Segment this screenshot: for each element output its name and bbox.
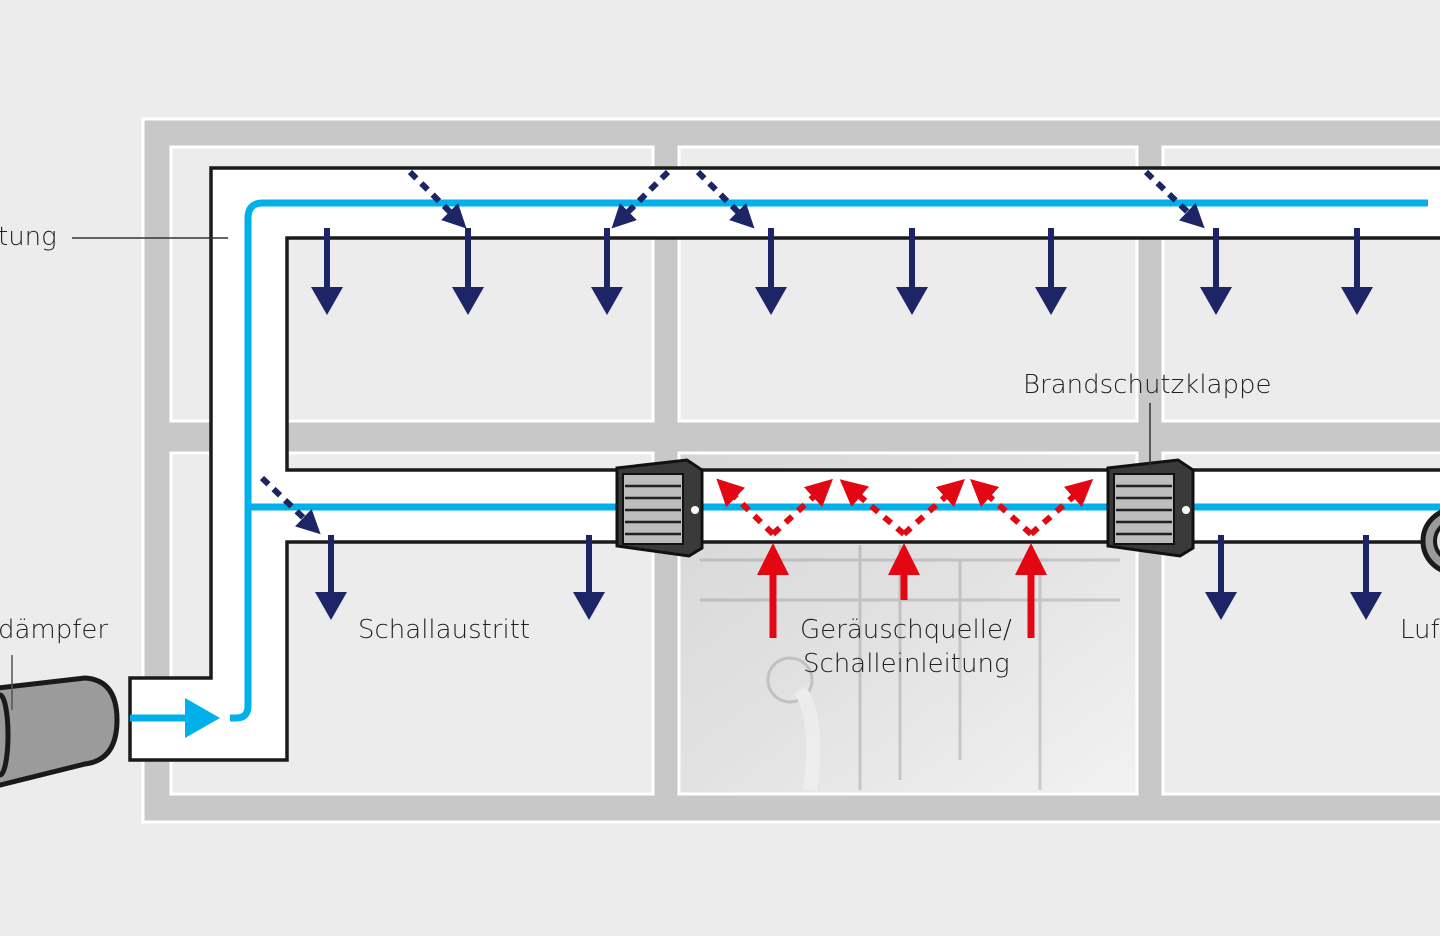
silencer xyxy=(0,655,120,788)
label-noise-source: Geräuschquelle/ xyxy=(800,615,1012,645)
label-air: Luf xyxy=(1400,615,1440,645)
label-duct: tung xyxy=(0,222,57,252)
fire-damper-2 xyxy=(1106,458,1195,558)
air-flow-arrow-icon xyxy=(185,698,220,738)
air-outlet-device xyxy=(1420,509,1440,573)
noise-arrows xyxy=(716,478,1094,638)
label-sound-exit: Schallaustritt xyxy=(358,615,530,645)
label-fire-damper: Brandschutzklappe xyxy=(1023,370,1272,400)
air-duct xyxy=(128,166,1440,762)
label-sound-input: Schalleinleitung xyxy=(803,649,1010,679)
fire-damper-1 xyxy=(615,458,704,558)
label-silencer: dämpfer xyxy=(0,615,108,645)
sound-exit-arrows xyxy=(259,169,1382,620)
